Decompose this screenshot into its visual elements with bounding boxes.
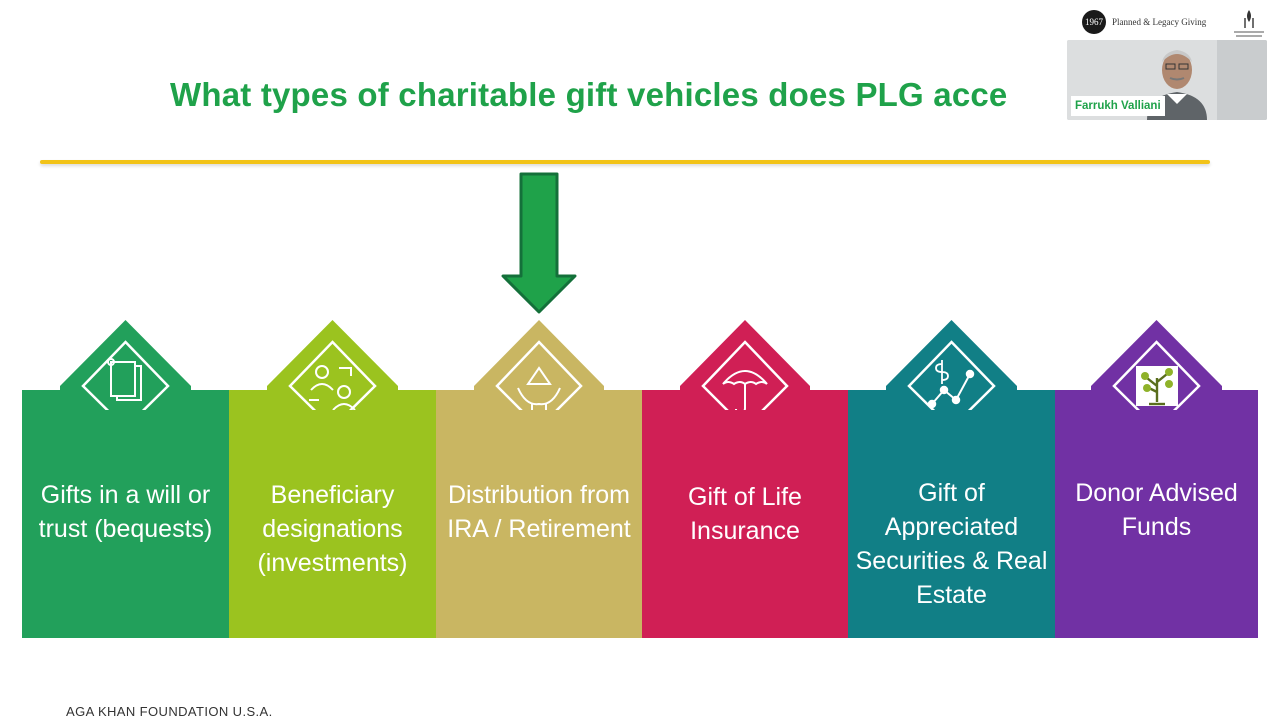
slide-title: What types of charitable gift vehicles d… [170, 76, 1008, 113]
vehicle-label: Distribution from IRA / Retirement [447, 481, 631, 543]
vehicle-card-bequests: Gifts in a will or trust (bequests) [22, 320, 229, 638]
presenter-name-tag: Farrukh Valliani [1071, 96, 1165, 116]
down-arrow-icon [501, 172, 577, 314]
title-underline [40, 160, 1210, 164]
vehicle-card-daf: Donor Advised Funds [1055, 320, 1258, 638]
umbrella-icon [701, 340, 789, 410]
stock-chart-icon [907, 340, 996, 410]
card-cap [474, 320, 604, 410]
vehicle-card-securities: Gift of Appreciated Securities & Real Es… [848, 320, 1055, 638]
vehicle-card-beneficiary: Beneficiary designations (investments) [229, 320, 436, 638]
hands-money-icon [495, 340, 583, 410]
vehicle-card-life-insurance: Gift of Life Insurance [642, 320, 848, 638]
vehicle-label: Gift of Appreciated Securities & Real Es… [855, 479, 1048, 609]
footer-organization: AGA KHAN FOUNDATION U.S.A. [66, 704, 273, 719]
vehicle-label: Beneficiary designations (investments) [257, 481, 408, 577]
card-cap [267, 320, 398, 410]
money-tree-icon [1112, 340, 1201, 410]
vehicle-label: Gift of Life Insurance [688, 483, 802, 545]
card-cap [60, 320, 191, 410]
akf-emblem-icon [1234, 10, 1264, 37]
vehicle-label: Donor Advised Funds [1075, 479, 1238, 541]
card-cap [886, 320, 1017, 410]
vehicle-label: Gifts in a will or trust (bequests) [38, 481, 213, 543]
vehicle-card-ira: Distribution from IRA / Retirement [436, 320, 642, 638]
logo-1967-badge: 1967 [1082, 10, 1106, 34]
card-cap [1091, 320, 1222, 410]
card-cap [680, 320, 810, 410]
people-exchange-icon [288, 340, 377, 410]
header-logos: 1967 Planned & Legacy Giving [1080, 8, 1275, 40]
presenter-video-tile[interactable]: Farrukh Valliani [1067, 40, 1267, 120]
program-name: Planned & Legacy Giving [1112, 17, 1207, 27]
scroll-document-icon [81, 340, 170, 410]
